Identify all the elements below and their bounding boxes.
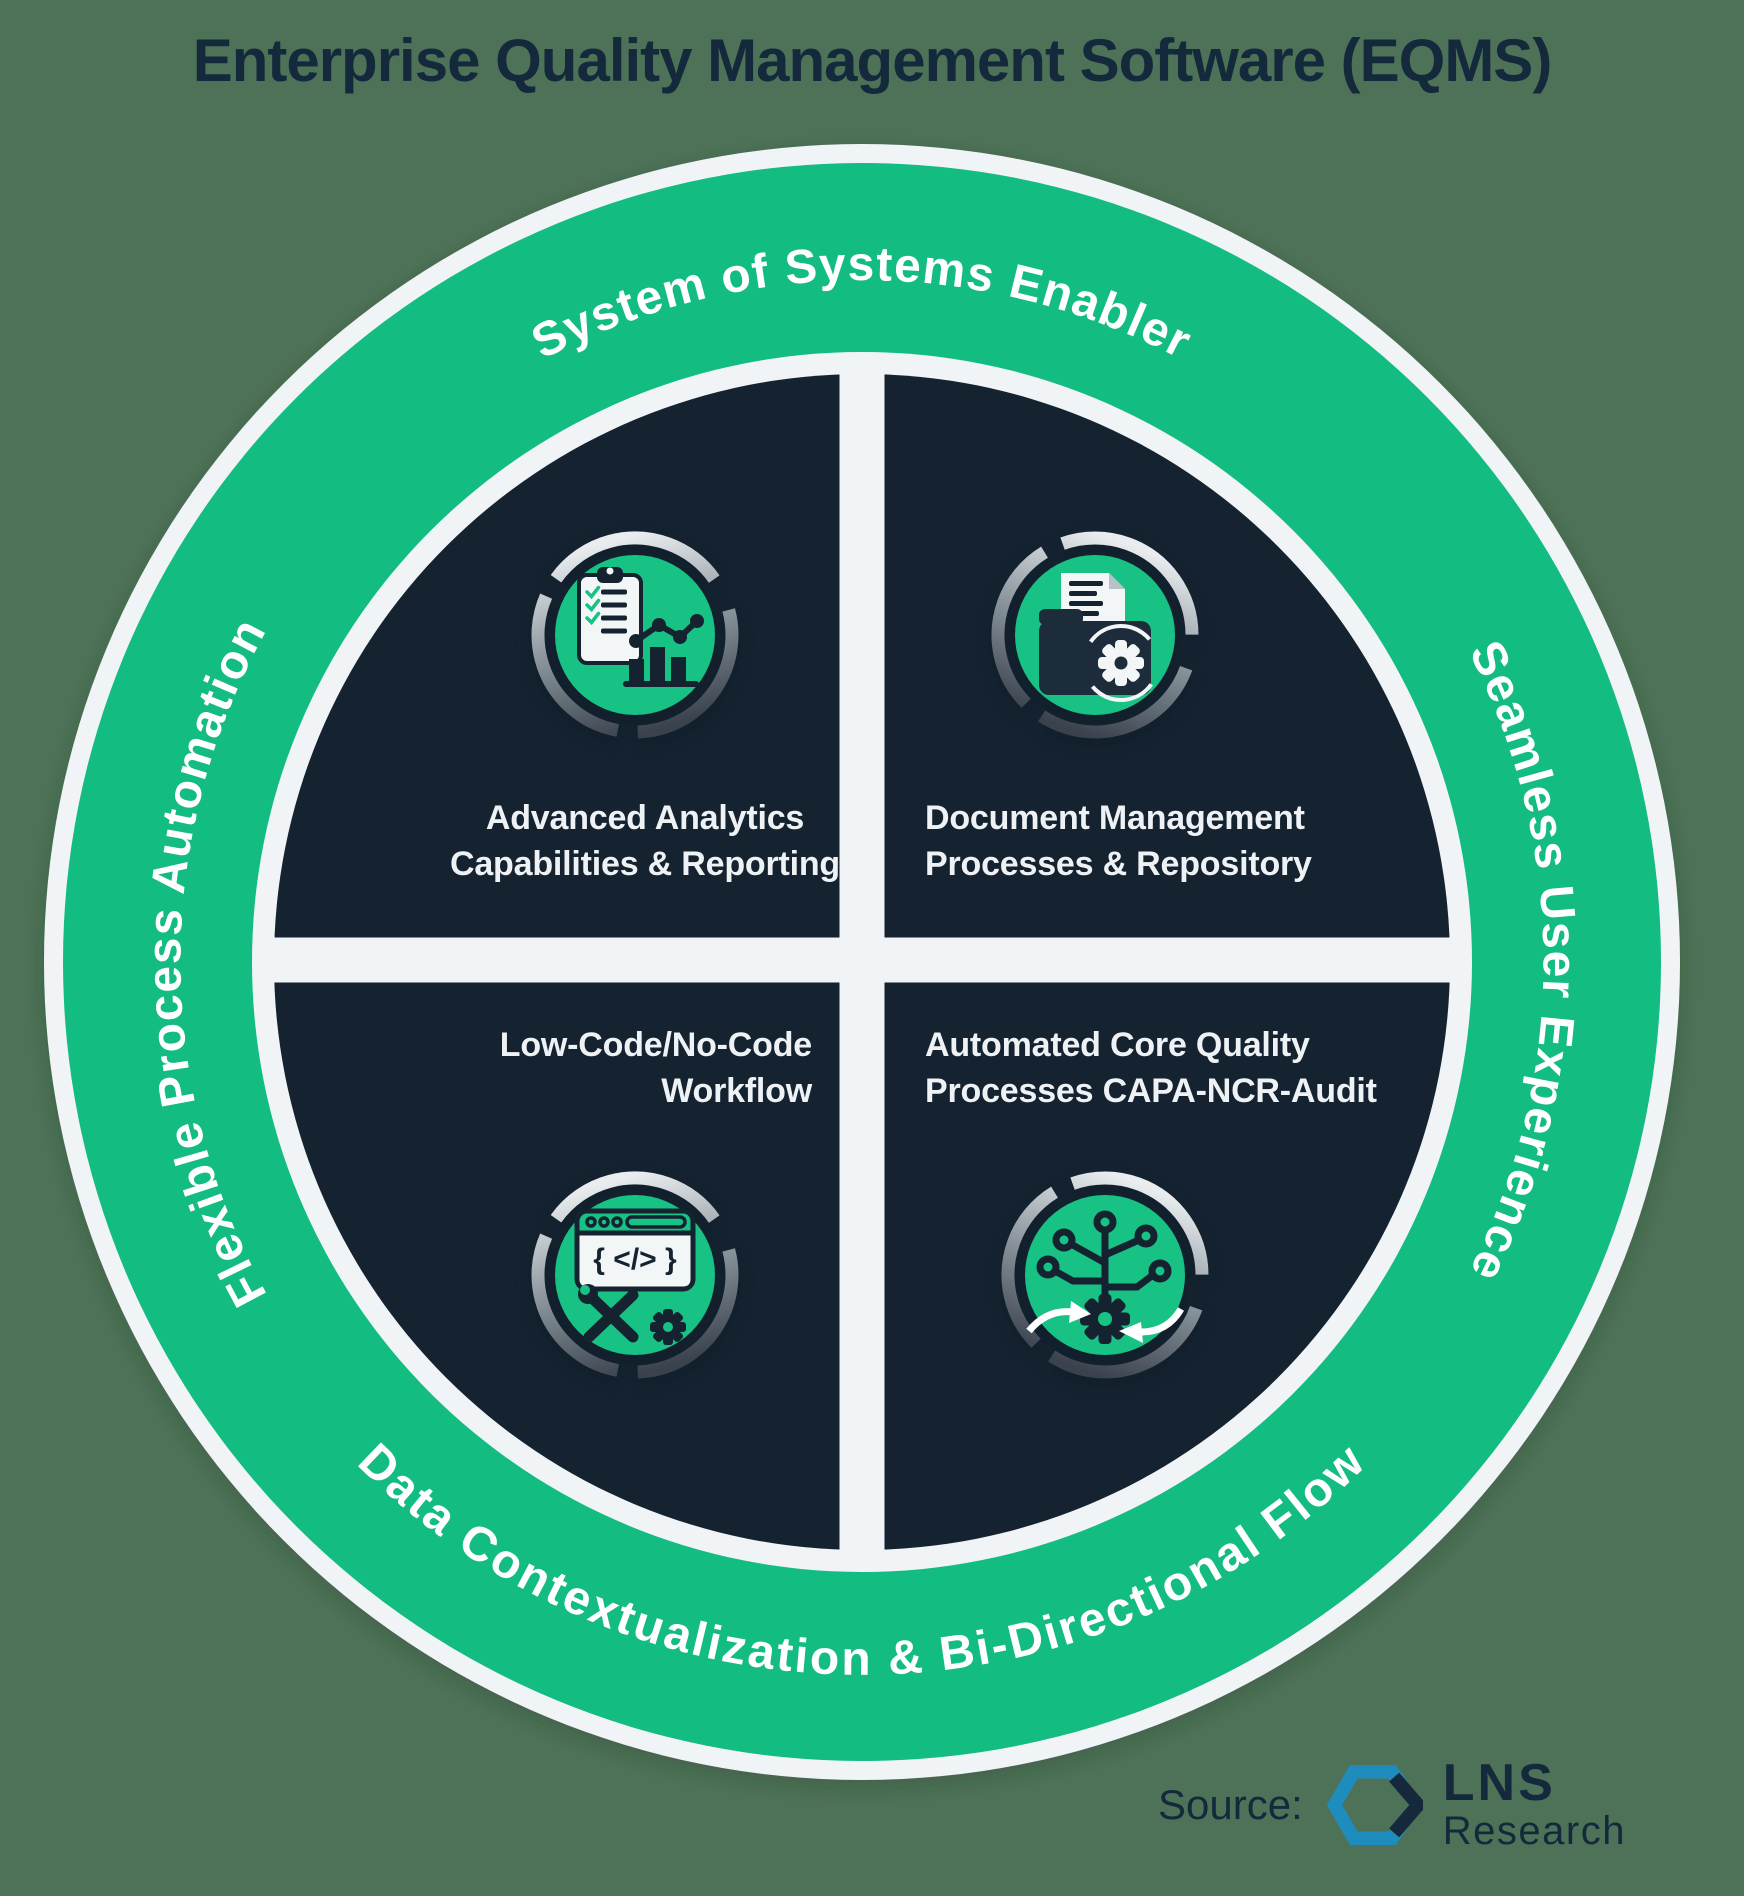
- quadrant-label-document-management: Document Management Processes & Reposito…: [925, 795, 1395, 887]
- quadrant-label-low-code: Low-Code/No-Code Workflow: [352, 1022, 812, 1114]
- document-badge: [991, 531, 1199, 739]
- cross-vertical-bar: [839, 362, 885, 1562]
- clipboard-analytics-chart-icon: [577, 567, 704, 687]
- code-snippet-text: { </> }: [593, 1243, 677, 1276]
- quadrant-label-line: Document Management: [925, 799, 1305, 837]
- quadrant-label-line: Automated Core Quality: [925, 1026, 1310, 1064]
- wheel: [44, 144, 1680, 1780]
- cross-divider: [262, 362, 1462, 1562]
- quadrant-label-line: Advanced Analytics: [485, 799, 805, 837]
- automation-badge: [1001, 1171, 1209, 1379]
- brand-name-lns: LNS: [1442, 1754, 1556, 1812]
- document-folder-gear-icon: [1039, 573, 1160, 702]
- page-title: Enterprise Quality Management Software (…: [192, 27, 1553, 94]
- quadrant-label-line: Processes & Repository: [925, 845, 1312, 883]
- circuit-gear-sync-icon: [1026, 1210, 1185, 1344]
- low-code-window-tools-icon: { </> }: [574, 1208, 696, 1345]
- quadrant-label-line: Workflow: [661, 1072, 812, 1110]
- source-attribution: Source: LNS Research: [1158, 1752, 1626, 1858]
- quadrant-label-line: Capabilities & Reporting: [449, 845, 841, 883]
- quadrant-label-advanced-analytics: Advanced Analytics Capabilities & Report…: [415, 795, 875, 887]
- lns-research-wordmark: LNS Research: [1443, 1757, 1626, 1853]
- source-label: Source:: [1158, 1781, 1303, 1828]
- quadrant-label-line: Low-Code/No-Code: [499, 1026, 812, 1064]
- analytics-badge: [531, 531, 739, 739]
- lns-research-logo-icon: [1326, 1765, 1423, 1845]
- quadrant-label-automated-quality: Automated Core Quality Processes CAPA-NC…: [925, 1022, 1405, 1114]
- brand-name-research: Research: [1442, 1809, 1626, 1853]
- quadrant-label-line: Processes CAPA-NCR-Audit: [925, 1072, 1377, 1110]
